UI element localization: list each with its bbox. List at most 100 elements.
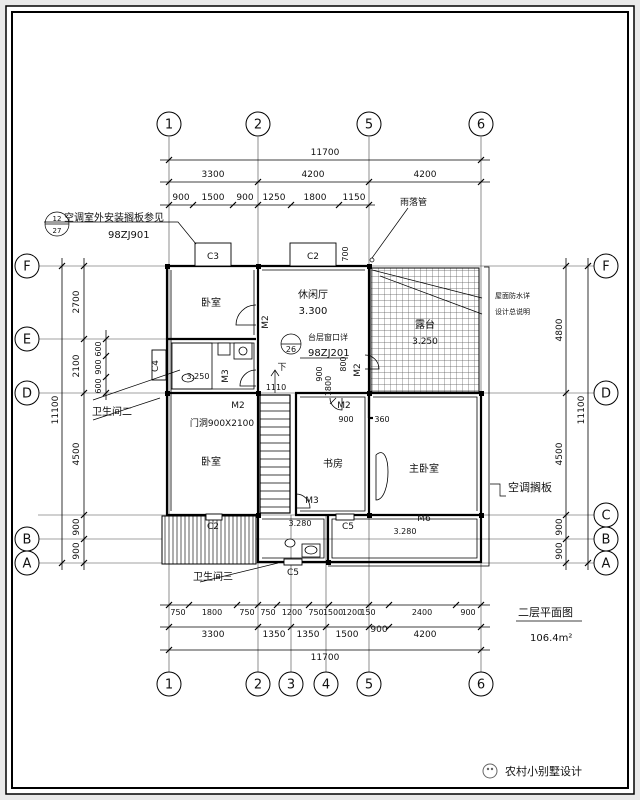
axis-label-right-F: F [602, 260, 609, 275]
axis-label-bottom-1: 1 [165, 678, 173, 693]
axis-label-left-F: F [23, 260, 30, 275]
dim-right-part-3: 900 [555, 518, 565, 535]
dim-left-part-4: 900 [72, 518, 82, 535]
dim-left-part-5: 900 [72, 542, 82, 559]
window-tag-c2-north: C2 [307, 252, 319, 262]
ac-ref-bottom: 27 [53, 227, 62, 235]
staircase [259, 369, 291, 514]
dim-top-total: 11700 [311, 148, 340, 158]
dim-bottom-inner-8: 1200 [342, 608, 362, 617]
dim-misc-1800: 1800 [324, 376, 333, 396]
dim-right-total: 11100 [577, 395, 587, 424]
room-lounge-level: 3.300 [299, 306, 328, 317]
top-dimension-lines [160, 156, 490, 209]
bath2-level: 3.250 [187, 372, 210, 381]
dim-bottom-inner-2: 1800 [202, 608, 222, 617]
axis-label-bottom-5: 5 [365, 678, 373, 693]
axis-label-left-B: B [23, 533, 32, 548]
window-tag-c5-balcony: C5 [342, 522, 354, 532]
axis-label-bottom-2: 2 [254, 678, 262, 693]
dim-top-mid-1: 3300 [202, 170, 225, 180]
dim-left-small-1: 600 [94, 341, 103, 356]
window-ref-note: 台层窗口详 [308, 332, 348, 342]
dim-left-part-2: 2100 [72, 354, 82, 377]
dim-left-small-2: 900 [94, 359, 103, 374]
dim-left-part-3: 4500 [72, 442, 82, 465]
inner-frame [11, 11, 629, 789]
axis-label-right-D: D [601, 387, 611, 402]
dim-bottom-mid-6: 4200 [414, 630, 437, 640]
dim-top-mid-2: 4200 [302, 170, 325, 180]
room-bedroom-north: 卧室 [201, 296, 221, 309]
dim-bottom-mid-2: 1350 [263, 630, 286, 640]
dim-bottom-inner-3: 750 [239, 608, 254, 617]
axis-label-top-1: 1 [165, 118, 173, 133]
dim-bottom-inner-5: 1200 [282, 608, 302, 617]
door-tag-m3-study: M3 [305, 496, 319, 506]
dim-bottom-inner-1: 750 [170, 608, 185, 617]
dim-bottom-mid-4: 1500 [336, 630, 359, 640]
outer-frame [5, 5, 635, 795]
dim-left-part-1: 2700 [72, 290, 82, 313]
dim-bottom-inner-7: 1500 [323, 608, 343, 617]
right-dimension-lines [562, 258, 592, 570]
balcony-level: 3.280 [394, 527, 417, 536]
window-tag-c2-south: C2 [207, 522, 219, 532]
leader-lines [44, 207, 506, 583]
dim-misc-360: 360 [374, 415, 389, 424]
axis-label-top-2: 2 [254, 118, 262, 133]
door-opening-note: 门洞900X2100 [190, 417, 255, 429]
left-dimension-lines [58, 258, 110, 570]
axis-label-left-A: A [23, 557, 32, 572]
room-terrace: 露台 [415, 318, 435, 331]
drain-pipe-label: 雨落管 [400, 196, 427, 208]
dim-misc-1110: 1110 [266, 383, 286, 392]
ac-note: 空调室外安装搁板参见 [64, 211, 164, 224]
dim-bottom-inner-6: 750 [308, 608, 323, 617]
room-bath3-label: 卫生间三 [193, 570, 233, 583]
dim-bottom-inner-4: 750 [260, 608, 275, 617]
dim-bottom-mid-5: 900 [370, 625, 387, 635]
balcony-hatch [161, 515, 257, 565]
watermark: 农村小别墅设计 [482, 763, 582, 779]
dim-bottom-total: 11700 [311, 653, 340, 663]
structural-columns [165, 264, 484, 565]
ac-shelf-label: 空调搁板 [508, 480, 552, 494]
dim-bottom-inner-10: 2400 [412, 608, 432, 617]
window-tag-c5-bath: C5 [287, 568, 299, 578]
axis-label-bottom-3: 3 [287, 678, 295, 693]
room-study: 书房 [323, 457, 343, 470]
axis-label-top-5: 5 [365, 118, 373, 133]
axis-label-right-B: B [602, 533, 611, 548]
door-swings [235, 304, 389, 509]
dim-misc-700: 700 [341, 246, 350, 261]
dim-right-part-1: 4800 [555, 318, 565, 341]
bath3-level: 3.280 [289, 519, 312, 528]
axis-bubbles [14, 111, 619, 697]
door-tag-m2-study: M2 [337, 401, 351, 411]
dim-misc-800: 800 [339, 356, 348, 371]
window-ref-number: 26 [286, 345, 296, 354]
room-master-bedroom: 主卧室 [409, 462, 439, 475]
axis-label-bottom-6: 6 [477, 678, 485, 693]
bottom-dimension-lines [160, 601, 490, 654]
dim-top-inner-3: 900 [236, 193, 253, 203]
axis-label-right-A: A [602, 557, 611, 572]
axis-label-left-E: E [23, 333, 31, 348]
window-markers [151, 242, 355, 566]
ac-ref-top: 12 [53, 215, 62, 223]
room-bedroom-south: 卧室 [201, 455, 221, 468]
dim-top-inner-5: 1800 [304, 193, 327, 203]
door-tag-m6: M6 [417, 514, 431, 524]
terrace-note-2: 设计总说明 [495, 307, 530, 316]
dim-top-inner-4: 1250 [263, 193, 286, 203]
dim-top-inner-2: 1500 [202, 193, 225, 203]
bathroom-fixtures [171, 342, 321, 558]
axis-label-bottom-4: 4 [322, 678, 330, 693]
dim-top-inner-1: 900 [172, 193, 189, 203]
door-tag-m2-terrace: M2 [353, 363, 363, 377]
terrace-note-1: 屋面防水详 [495, 291, 530, 300]
dim-misc-900: 900 [338, 415, 353, 424]
window-tag-c4: C4 [151, 360, 161, 372]
inner-lines [170, 266, 490, 567]
